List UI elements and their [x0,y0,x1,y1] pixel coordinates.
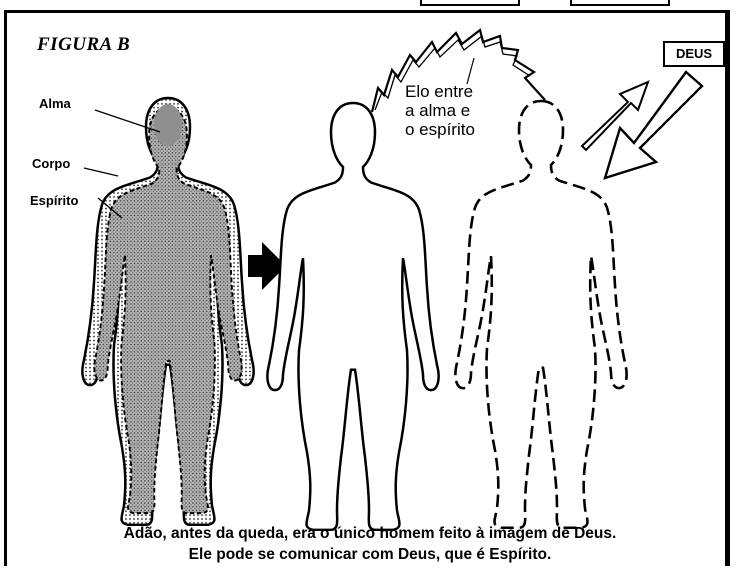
caption-line-2: Ele pode se comunicar com Deus, que é Es… [0,546,740,564]
link-label: Elo entre a alma e o espírito [405,82,475,139]
figure-spirit-dashed [455,101,626,528]
label-alma: Alma [39,96,71,111]
figure-soul-outline [267,103,438,530]
arrow-down-from-god [605,72,702,178]
caption-line-1: Adão, antes da queda, era o único homem … [0,525,740,543]
figure-complete-man [82,98,253,525]
god-box: DEUS [663,41,725,67]
label-espirito: Espírito [30,193,78,208]
link-label-line-2: a alma e [405,101,475,120]
link-label-line-1: Elo entre [405,82,475,101]
link-label-line-3: o espírito [405,120,475,139]
figure-title: FIGURA B [37,34,130,56]
label-corpo: Corpo [32,156,70,171]
corpo-leader [84,168,118,176]
